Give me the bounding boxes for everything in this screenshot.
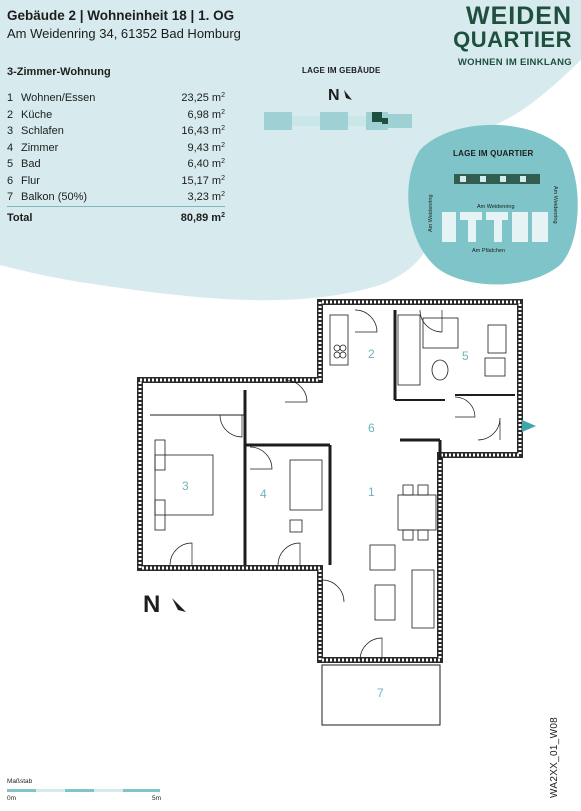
room-number: 2	[7, 108, 14, 121]
room-number: 6	[7, 174, 14, 187]
room-area: 9,43 m2	[187, 141, 225, 154]
logo-tagline: WOHNEN IM EINKLANG	[457, 57, 572, 68]
floor-plan-walls	[137, 299, 523, 726]
room-area: 16,43 m2	[181, 125, 225, 137]
room-label-1: 1	[368, 485, 375, 499]
room-area: 23,25 m2	[181, 92, 225, 104]
north-label: N	[143, 591, 160, 618]
room-number: 4	[7, 141, 14, 154]
building-location-map: N	[264, 87, 412, 130]
logo-text-weiden: WEIDEN	[466, 2, 572, 30]
room-label-3: 3	[182, 479, 189, 493]
room-row: 7 Balkon (50%) 3,23 m2	[7, 189, 225, 207]
lage-quartier-title: LAGE IM QUARTIER	[453, 149, 534, 158]
north-label-small: N	[328, 87, 340, 104]
room-area: 6,40 m2	[187, 158, 225, 170]
room-area: 6,98 m2	[187, 108, 225, 121]
total-area: 80,89 m2	[180, 211, 225, 224]
scale-start: 0m	[7, 795, 17, 802]
total-label: Total	[7, 211, 33, 224]
quarter-location-map: Am Weidenring Am Pfädchen Am Weidenring …	[428, 174, 558, 254]
scale-end: 5m	[152, 795, 162, 802]
logo-text-quartier: QUARTIER	[453, 27, 572, 52]
plan-code: WA2XX_01_W08	[547, 680, 577, 800]
north-arrow-small-icon	[344, 90, 352, 100]
room-name: Küche	[21, 108, 53, 121]
room-area: 3,23 m2	[187, 191, 225, 203]
north-arrow-icon	[172, 598, 186, 612]
furniture	[154, 314, 507, 629]
room-row: 2 Küche 6,98 m2	[7, 107, 225, 124]
quartier-bubble	[408, 124, 578, 285]
flat-type: 3-Zimmer-Wohnung	[7, 66, 111, 78]
room-number: 1	[7, 92, 14, 104]
room-label-6: 6	[368, 421, 375, 435]
room-area: 15,17 m2	[181, 174, 225, 187]
entrance-arrow-icon	[522, 420, 536, 432]
street-label-right: Am Weidenring	[552, 186, 558, 224]
room-number: 7	[7, 191, 14, 203]
room-label-2: 2	[368, 347, 375, 361]
street-label-left: Am Weidenring	[428, 195, 434, 233]
room-name: Zimmer	[21, 141, 59, 154]
room-name: Schlafen	[21, 125, 64, 137]
room-name: Bad	[21, 158, 41, 170]
room-name: Balkon (50%)	[21, 191, 88, 203]
page-title: Gebäude 2 | Wohneinheit 18 | 1. OG	[7, 8, 235, 23]
door-swings	[169, 309, 501, 661]
room-row: 4 Zimmer 9,43 m2	[7, 140, 225, 157]
street-label-center: Am Weidenring	[477, 204, 515, 210]
scale-bar	[7, 789, 160, 792]
room-row: 5 Bad 6,40 m2	[7, 156, 225, 173]
room-label-4: 4	[260, 487, 267, 501]
room-row: 1 Wohnen/Essen 23,25 m2	[7, 90, 225, 107]
room-label-5: 5	[462, 349, 469, 363]
room-label-7: 7	[377, 686, 384, 700]
room-row: 6 Flur 15,17 m2	[7, 173, 225, 190]
room-list: 1 Wohnen/Essen 23,25 m2 2 Küche 6,98 m2 …	[7, 90, 225, 227]
total-row: Total 80,89 m2	[7, 209, 225, 227]
lage-gebaeude-title: LAGE IM GEBÄUDE	[302, 66, 381, 75]
room-row: 3 Schlafen 16,43 m2	[7, 123, 225, 140]
room-number: 3	[7, 125, 14, 137]
room-name: Flur	[21, 174, 40, 187]
plan-code-text: WA2XX_01_W08	[549, 716, 560, 798]
room-name: Wohnen/Essen	[21, 92, 96, 104]
room-number: 5	[7, 158, 14, 170]
street-label-bottom: Am Pfädchen	[472, 248, 505, 254]
scale-label: Maßstab	[7, 778, 33, 785]
address: Am Weidenring 34, 61352 Bad Homburg	[7, 26, 241, 41]
